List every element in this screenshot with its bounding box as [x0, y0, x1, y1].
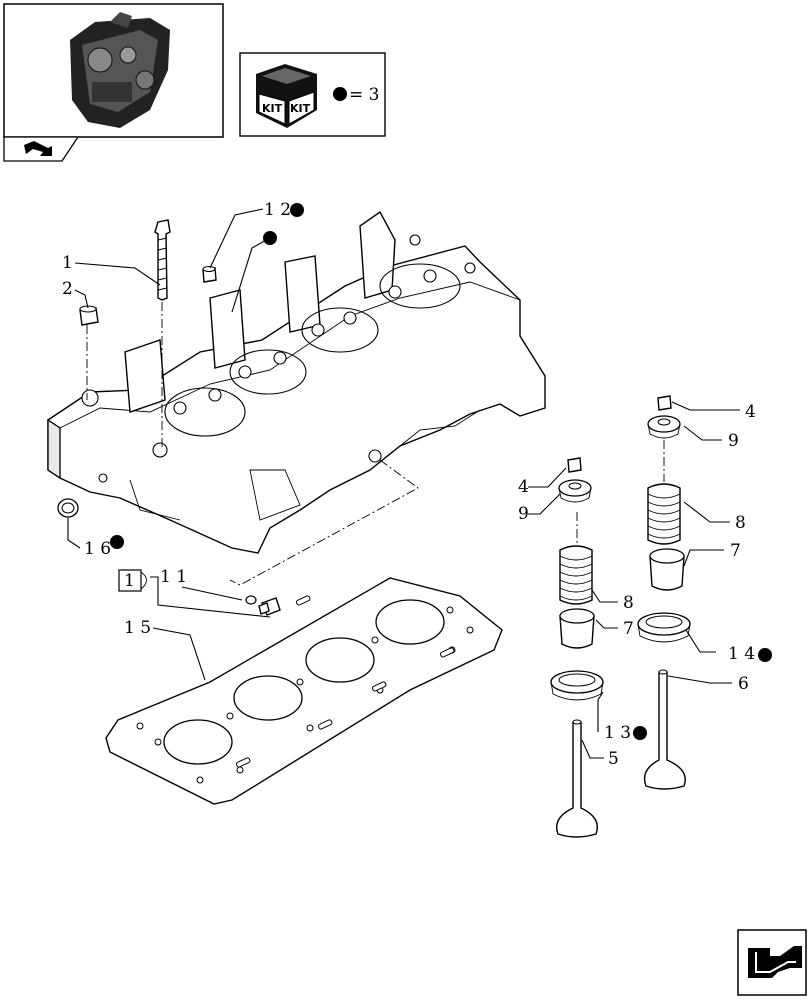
callout-11: 1 1 [160, 567, 187, 587]
kit-label-left: KIT [262, 102, 283, 115]
callout-ref-1: 1 [124, 571, 135, 591]
exhaust-valve-6[interactable] [643, 669, 686, 790]
plug-16[interactable] [57, 498, 79, 518]
arrow-icon [748, 946, 802, 978]
alignment-lines [86, 302, 665, 586]
next-page-button[interactable] [737, 929, 807, 996]
filled-dot-icon [333, 87, 347, 101]
leader-lines [67, 208, 740, 759]
callout-15: 1 5 [124, 618, 151, 638]
callout-16: 1 6 [84, 539, 111, 559]
return-arrow-icon [24, 141, 52, 156]
callout-5: 5 [608, 749, 619, 769]
spring-retainer-9a[interactable] [647, 415, 681, 439]
valve-spring-8a[interactable] [647, 483, 681, 545]
callout-4b: 4 [518, 477, 529, 497]
nav-tab[interactable] [3, 136, 80, 162]
intake-valve-5[interactable] [555, 719, 599, 838]
callout-9a: 9 [728, 431, 739, 451]
callout-6: 6 [738, 674, 749, 694]
valve-spring-8b[interactable] [559, 545, 593, 605]
kit-label-right: KIT [290, 102, 311, 115]
engine-thumbnail[interactable] [3, 3, 224, 138]
callout-8a: 8 [735, 513, 746, 533]
spring-retainer-9b[interactable] [558, 479, 592, 503]
filled-dot-icon [633, 726, 647, 740]
valve-keeper-4a[interactable] [657, 395, 672, 411]
bullets [110, 203, 772, 740]
plug-11[interactable] [245, 595, 281, 616]
kit-legend: KIT KIT = 3 [239, 52, 386, 137]
callout-14: 1 4 [728, 644, 755, 664]
valve-seat-14[interactable] [637, 612, 691, 643]
engine-thumbnail-icon [70, 12, 170, 128]
reference-box [118, 569, 147, 592]
cylinder-head[interactable] [47, 210, 546, 554]
head-gasket[interactable] [105, 577, 503, 805]
callout-12: 1 2 [264, 200, 291, 220]
kit-equals-text: = 3 [349, 85, 379, 105]
callout-7a: 7 [730, 541, 741, 561]
filled-dot-icon [758, 648, 772, 662]
plug-2[interactable] [79, 305, 99, 326]
filled-dot-icon [290, 203, 304, 217]
valve-stem-seal-7b[interactable] [559, 608, 595, 649]
filled-dot-icon [110, 535, 124, 549]
filled-dot-icon [263, 231, 277, 245]
callout-7b: 7 [623, 619, 634, 639]
kit-box-icon: KIT KIT [256, 64, 317, 128]
callout-8b: 8 [623, 593, 634, 613]
callout-labels: 1 2 1 2 1 6 1 1 1 1 5 4 9 8 7 1 4 6 4 9 … [62, 200, 756, 769]
valve-stem-seal-7a[interactable] [649, 548, 685, 591]
callout-1: 1 [62, 253, 73, 273]
plug-12[interactable] [202, 266, 217, 283]
valve-keeper-4b[interactable] [567, 457, 582, 473]
head-bolt[interactable] [154, 219, 171, 301]
callout-4a: 4 [745, 402, 756, 422]
valve-seat-13[interactable] [550, 670, 604, 701]
callout-9b: 9 [518, 504, 529, 524]
callout-13: 1 3 [604, 723, 631, 743]
callout-2: 2 [62, 279, 73, 299]
